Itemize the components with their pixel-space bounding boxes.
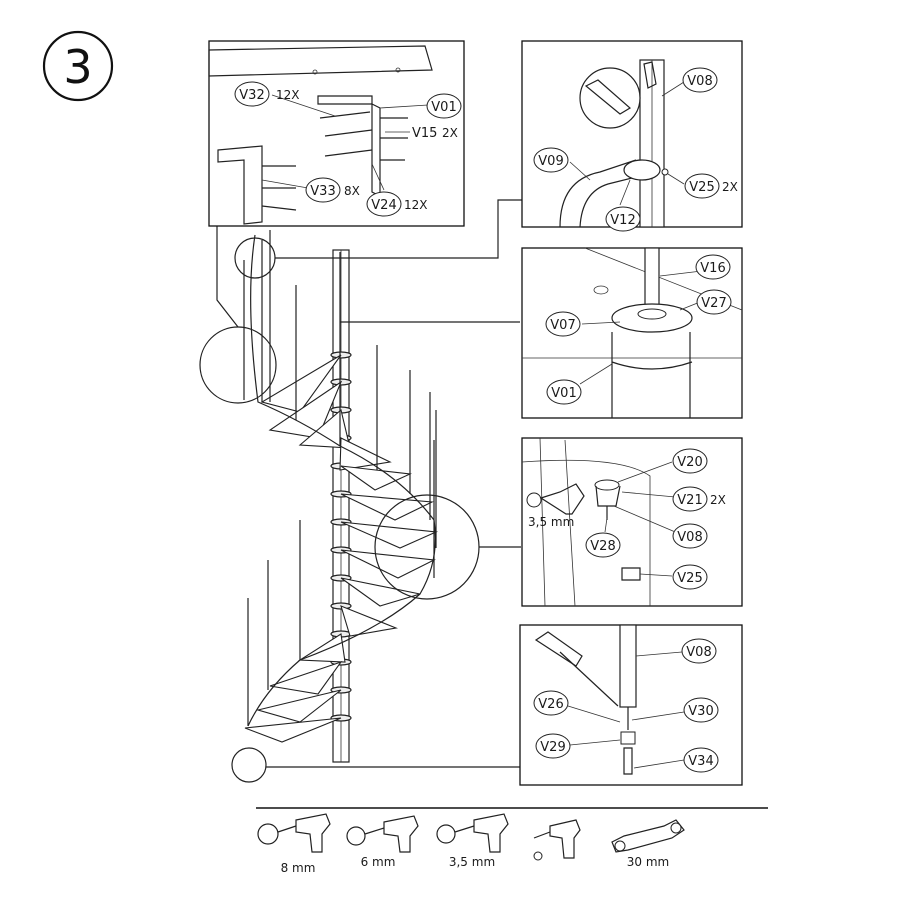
svg-text:V08: V08 bbox=[687, 74, 712, 89]
label-v25: V25 2X bbox=[684, 173, 738, 199]
svg-text:30 mm: 30 mm bbox=[627, 855, 669, 869]
svg-text:V15: V15 bbox=[412, 126, 437, 141]
step-number: 3 bbox=[63, 40, 92, 94]
label-v09: V09 bbox=[533, 147, 569, 173]
svg-text:V12: V12 bbox=[610, 213, 635, 228]
svg-text:V08: V08 bbox=[686, 645, 711, 660]
label-v15: V15 2X bbox=[412, 126, 458, 141]
svg-text:3,5 mm: 3,5 mm bbox=[449, 855, 495, 869]
svg-text:V09: V09 bbox=[538, 154, 563, 169]
svg-text:V24: V24 bbox=[371, 198, 396, 213]
label-v01-base: V01 bbox=[546, 379, 582, 405]
svg-text:V27: V27 bbox=[701, 296, 726, 311]
detail-panel-e: V08 V26 V30 V29 V34 bbox=[519, 624, 743, 786]
tool-hex-drill-3-5mm: 3,5 mm bbox=[436, 813, 509, 869]
svg-text:8X: 8X bbox=[344, 184, 360, 198]
svg-text:V26: V26 bbox=[538, 697, 563, 712]
label-v20: V20 bbox=[672, 448, 708, 474]
detail-panel-b: V08 V09 V25 2X V12 bbox=[521, 40, 743, 232]
label-v07: V07 bbox=[545, 311, 581, 337]
tool-wrench-30mm: 30 mm bbox=[611, 819, 685, 869]
svg-text:V07: V07 bbox=[550, 318, 575, 333]
svg-text:V01: V01 bbox=[551, 386, 576, 401]
tools-row: 8 mm 6 mm 3,5 mm 30 mm bbox=[257, 813, 685, 875]
tool-size-label: 3,5 mm bbox=[528, 515, 574, 529]
label-v28: V28 bbox=[585, 532, 621, 558]
svg-text:V21: V21 bbox=[677, 493, 702, 508]
label-v12: V12 bbox=[605, 206, 641, 232]
label-v08: V08 bbox=[682, 67, 718, 93]
label-v29: V29 bbox=[535, 733, 571, 759]
svg-text:12X: 12X bbox=[404, 198, 428, 212]
svg-text:V20: V20 bbox=[677, 455, 702, 470]
svg-text:12X: 12X bbox=[276, 88, 300, 102]
callout-leaders bbox=[216, 199, 522, 768]
svg-text:V25: V25 bbox=[689, 180, 714, 195]
label-v25-d: V25 bbox=[672, 564, 708, 590]
label-v33: V33 8X bbox=[305, 177, 360, 203]
label-v21: V21 2X bbox=[672, 486, 726, 512]
svg-text:V34: V34 bbox=[688, 754, 713, 769]
label-v32: V32 12X bbox=[234, 81, 300, 107]
svg-text:V01: V01 bbox=[431, 100, 456, 115]
svg-text:2X: 2X bbox=[710, 493, 726, 507]
tool-hex-drill-8mm: 8 mm bbox=[257, 813, 331, 875]
step-indicator: 3 bbox=[42, 30, 114, 102]
svg-text:V29: V29 bbox=[540, 740, 565, 755]
label-v24: V24 12X bbox=[366, 191, 428, 217]
svg-text:8 mm: 8 mm bbox=[281, 861, 316, 875]
spiral-staircase bbox=[243, 230, 439, 763]
svg-text:V30: V30 bbox=[688, 704, 713, 719]
svg-text:2X: 2X bbox=[442, 126, 458, 140]
label-v34: V34 bbox=[683, 747, 719, 773]
label-v16: V16 bbox=[695, 254, 731, 280]
detail-panel-d: V20 V21 2X V08 V28 V25 3,5 mm bbox=[521, 437, 743, 607]
svg-text:V28: V28 bbox=[590, 539, 615, 554]
label-v27: V27 bbox=[696, 289, 732, 315]
svg-text:6 mm: 6 mm bbox=[361, 855, 396, 869]
label-v01: V01 bbox=[426, 93, 462, 119]
detail-panel-c: V16 V27 V07 V01 bbox=[521, 247, 743, 419]
tool-screwdriver-drill bbox=[533, 819, 581, 861]
svg-text:V16: V16 bbox=[700, 261, 725, 276]
tool-hex-drill-6mm: 6 mm bbox=[346, 815, 419, 869]
svg-text:V08: V08 bbox=[677, 530, 702, 545]
svg-text:V25: V25 bbox=[677, 571, 702, 586]
label-v26: V26 bbox=[533, 690, 569, 716]
label-v08-e: V08 bbox=[681, 638, 717, 664]
detail-panel-a: V32 12X V01 V15 2X V33 8X V24 12X bbox=[208, 40, 465, 227]
label-v30: V30 bbox=[683, 697, 719, 723]
svg-text:V33: V33 bbox=[310, 184, 335, 199]
label-v08-d: V08 bbox=[672, 523, 708, 549]
svg-text:2X: 2X bbox=[722, 180, 738, 194]
svg-text:V32: V32 bbox=[239, 88, 264, 103]
